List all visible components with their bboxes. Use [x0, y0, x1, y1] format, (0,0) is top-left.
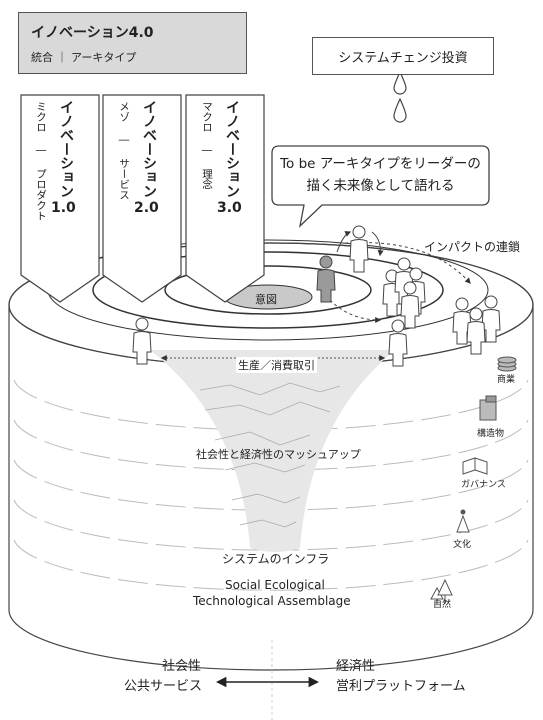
- banner-3: [185, 94, 265, 303]
- speech-bubble-line1: To be アーキタイプをリーダーの: [280, 156, 481, 172]
- side-item-nature: 自然: [433, 600, 452, 610]
- banner-1-version: 1.0: [51, 200, 76, 216]
- speech-bubble-text: To be アーキタイプをリーダーの 描く未来像として語れる: [272, 153, 489, 197]
- infra-label: システムのインフラ: [222, 552, 330, 566]
- drop-icon: [393, 70, 407, 123]
- assemblage-line2: Technological Assemblage: [193, 594, 351, 608]
- assemblage-line1: Social Ecological: [225, 578, 325, 592]
- banner-2-version: 2.0: [134, 200, 159, 216]
- banner-3-subtitle: マクロ ― 理念: [201, 101, 213, 190]
- side-item-commerce: 商業: [497, 375, 516, 385]
- side-item-structure: 構造物: [477, 429, 505, 439]
- trees-icon: [430, 578, 453, 604]
- commercial-platform-label: 営利プラットフォーム: [336, 679, 466, 694]
- banner-1: [20, 94, 100, 303]
- side-item-governance: ガバナンス: [461, 480, 506, 490]
- intent-label: 意図: [255, 293, 277, 306]
- production-consumption-label: 生産／消費取引: [236, 357, 317, 373]
- speech-bubble: [271, 145, 490, 228]
- banner-1-title: イノベーション: [58, 100, 74, 198]
- speech-bubble-line2: 描く未来像として語れる: [306, 178, 455, 194]
- public-service-label: 公共サービス: [124, 679, 203, 694]
- banner-2-title: イノベーション: [141, 100, 157, 198]
- banner-1-subtitle: ミクロ ― プロダクト: [35, 101, 47, 221]
- praying-hands-icon: [456, 509, 470, 533]
- impact-chain-label: インパクトの連鎖: [424, 240, 521, 254]
- mashup-label: 社会性と経済性のマッシュアップ: [196, 448, 361, 461]
- banner-2-subtitle: メゾ ― サービス: [118, 101, 130, 200]
- banner-3-title: イノベーション: [224, 100, 240, 198]
- side-item-culture: 文化: [453, 540, 472, 550]
- page-subtitle: 統合 ｜ アーキタイプ: [31, 51, 137, 64]
- mashup-funnel: [150, 350, 395, 552]
- book-icon: [462, 457, 488, 475]
- interaction-arrows: [329, 231, 384, 323]
- social-title: 社会性: [162, 659, 202, 674]
- building-icon: [479, 395, 497, 421]
- economic-title: 経済性: [336, 659, 376, 674]
- banner-3-version: 3.0: [217, 200, 242, 216]
- banner-2: [102, 94, 182, 303]
- page-title: イノベーション4.0: [31, 25, 154, 41]
- system-change-box: システムチェンジ投資: [312, 37, 494, 75]
- coins-icon: [497, 356, 517, 372]
- title-box: イノベーション4.0 統合 ｜ アーキタイプ: [18, 12, 247, 74]
- banners: [20, 94, 265, 303]
